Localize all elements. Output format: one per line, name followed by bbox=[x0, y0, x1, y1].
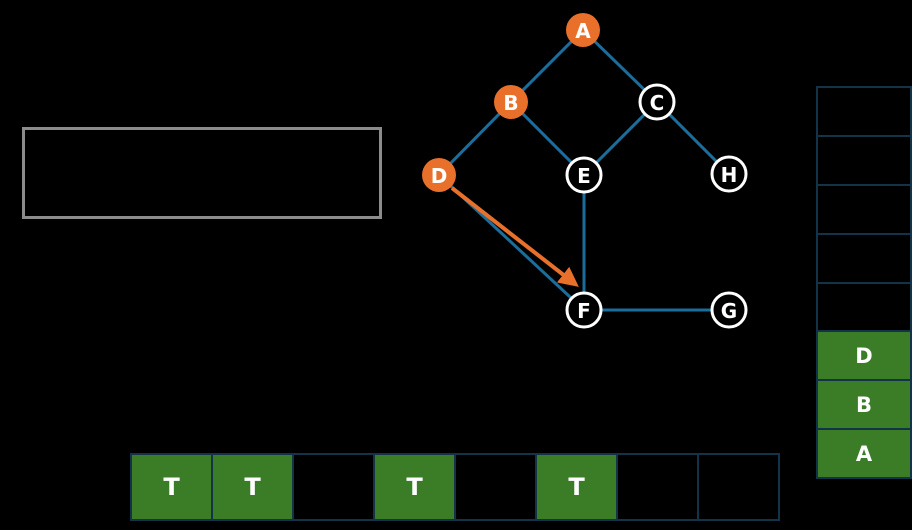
stack-cell[interactable] bbox=[816, 134, 912, 186]
graph-node-layer: A B C D E H F G bbox=[422, 13, 748, 329]
visited-cell[interactable] bbox=[616, 453, 699, 521]
stack-cell[interactable] bbox=[816, 232, 912, 284]
graph-edge bbox=[448, 111, 502, 166]
graph-node-a[interactable]: A bbox=[566, 13, 600, 47]
node-circle bbox=[566, 13, 600, 47]
stack-cell[interactable]: B bbox=[816, 379, 912, 431]
graph-node-f[interactable]: F bbox=[565, 291, 603, 329]
node-circle bbox=[710, 155, 748, 193]
node-circle bbox=[565, 156, 603, 194]
node-circle bbox=[710, 291, 748, 329]
graph-edge bbox=[520, 111, 575, 166]
node-circle bbox=[494, 85, 528, 119]
stack-cell[interactable] bbox=[816, 86, 912, 137]
graph-node-b[interactable]: B bbox=[494, 85, 528, 119]
visited-cell[interactable]: T bbox=[130, 453, 213, 521]
graph-node-g[interactable]: G bbox=[710, 291, 748, 329]
node-circle bbox=[565, 291, 603, 329]
node-circle bbox=[638, 83, 676, 121]
visited-cell[interactable]: T bbox=[211, 453, 294, 521]
graph-traversal-arrow-layer bbox=[450, 186, 579, 287]
node-label: G bbox=[721, 299, 737, 323]
visited-cell[interactable] bbox=[697, 453, 780, 521]
visited-cell[interactable]: T bbox=[373, 453, 456, 521]
node-label: F bbox=[577, 299, 591, 323]
stack-cell[interactable]: A bbox=[816, 428, 912, 479]
graph-node-d[interactable]: D bbox=[422, 158, 456, 192]
node-label: A bbox=[575, 19, 591, 43]
graph-node-h[interactable]: H bbox=[710, 155, 748, 193]
graph-edge-layer bbox=[448, 39, 720, 312]
graph-edge bbox=[666, 111, 720, 165]
info-panel bbox=[22, 127, 382, 219]
graph-node-e[interactable]: E bbox=[565, 156, 603, 194]
node-label: B bbox=[503, 91, 518, 115]
visited-cell[interactable]: T bbox=[535, 453, 618, 521]
graph-node-c[interactable]: C bbox=[638, 83, 676, 121]
graph-edge bbox=[520, 39, 574, 93]
graph-edge bbox=[448, 184, 575, 301]
node-label: C bbox=[650, 91, 665, 115]
node-label: D bbox=[431, 164, 448, 188]
stack-cell[interactable] bbox=[816, 183, 912, 235]
node-label: H bbox=[721, 163, 738, 187]
node-label: E bbox=[577, 164, 591, 188]
stack-cell[interactable] bbox=[816, 281, 912, 333]
graph-edge bbox=[593, 111, 648, 166]
visited-cell[interactable] bbox=[454, 453, 537, 521]
node-circle bbox=[422, 158, 456, 192]
visited-cell[interactable] bbox=[292, 453, 375, 521]
graph-edge bbox=[592, 39, 648, 93]
traversal-arrow bbox=[450, 186, 579, 287]
stack-cell[interactable]: D bbox=[816, 330, 912, 382]
